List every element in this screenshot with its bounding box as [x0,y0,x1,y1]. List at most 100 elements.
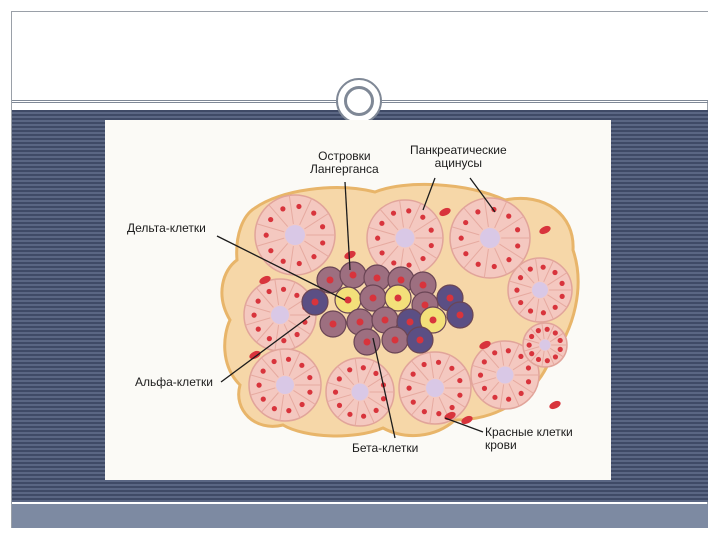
footer-bar [12,504,708,528]
acinus-nucleus [478,373,483,378]
acinus-nucleus [267,336,272,341]
acinus-nucleus [267,289,272,294]
acinus-nucleus [272,406,277,411]
alpha-cell-nucleus [407,319,414,326]
acinus-nucleus [361,414,366,419]
acinus-nucleus [280,206,285,211]
acinus-nucleus [553,354,558,359]
acinus-nucleus [320,224,325,229]
acinus-nucleus [476,262,481,267]
acinus-lumen [396,229,415,248]
acinus-nucleus [506,214,511,219]
acinus-lumen [532,282,548,298]
acinus [508,258,572,322]
acinus-nucleus [406,262,411,267]
acinus-nucleus [406,208,411,213]
label-red-blood-cells: Красные клетки крови [485,426,573,452]
acinus-lumen [276,376,294,394]
acinus-nucleus [320,240,325,245]
acinus-nucleus [553,305,558,310]
acinus-nucleus [286,357,291,362]
acinus-nucleus [256,383,261,388]
acinus-nucleus [541,265,546,270]
alpha-cell-nucleus [457,312,464,319]
islet-cell-nucleus [350,272,357,279]
acinus-nucleus [506,397,511,402]
acinus-lumen [540,340,551,351]
acinus-nucleus [515,243,520,248]
acinus-nucleus [391,260,396,265]
acinus-nucleus [281,287,286,292]
acinus [399,352,471,424]
acinus-nucleus [457,378,462,383]
acinus-nucleus [420,256,425,261]
acinus-nucleus [337,403,342,408]
islet-cell-nucleus [382,317,389,324]
acinus-lumen [271,306,289,324]
acinus-nucleus [411,400,416,405]
islet-cell-nucleus [364,339,371,346]
acinus-nucleus [536,328,541,333]
acinus-nucleus [307,390,312,395]
acinus [244,279,316,351]
acinus-nucleus [514,288,519,293]
label-delta-cells: Дельта-клетки [127,222,206,235]
acinus-nucleus [436,360,441,365]
islet-cell-nucleus [327,277,334,284]
acinus-nucleus [268,248,273,253]
acinus [523,323,567,367]
acinus-nucleus [261,369,266,374]
alpha-cell-nucleus [447,295,454,302]
acinus-nucleus [374,408,379,413]
alpha-cell-nucleus [417,337,424,344]
acinus-nucleus [558,347,563,352]
acinus-nucleus [299,402,304,407]
acinus-nucleus [463,251,468,256]
acinus-nucleus [379,250,384,255]
acinus-lumen [497,367,514,384]
acinus-nucleus [373,371,378,376]
acinus-nucleus [536,357,541,362]
acinus-nucleus [541,310,546,315]
acinus-nucleus [429,228,434,233]
acinus-nucleus [527,342,532,347]
acinus-nucleus [299,363,304,368]
acinus-nucleus [272,359,277,364]
acinus-nucleus [475,209,480,214]
acinus-lumen [480,228,500,248]
acinus-nucleus [337,376,342,381]
acinus-nucleus [281,259,286,264]
beta-cell-nucleus [430,317,437,324]
acinus-nucleus [515,227,520,232]
acinus-nucleus [558,338,563,343]
acinus-nucleus [526,379,531,384]
acinus-lumen [285,225,305,245]
acinus-lumen [426,379,444,397]
acinus-nucleus [463,220,468,225]
red-blood-cell [548,399,562,410]
acinus-nucleus [528,266,533,271]
acinus-nucleus [311,254,316,259]
acinus-nucleus [552,270,557,275]
islet-cell-nucleus [357,319,364,326]
acinus-nucleus [506,257,511,262]
acinus-nucleus [294,293,299,298]
acinus-nucleus [529,334,534,339]
label-alpha-cells: Альфа-клетки [135,376,213,389]
label-islets: Островки Лангерганса [310,150,379,176]
acinus-nucleus [492,395,497,400]
acinus-nucleus [347,412,352,417]
beta-cell-nucleus [395,295,402,302]
islet-cell-nucleus [370,295,377,302]
acinus-nucleus [457,393,462,398]
acinus-nucleus [436,411,441,416]
acinus-nucleus [411,372,416,377]
acinus-nucleus [449,366,454,371]
acinus-nucleus [264,233,269,238]
acinus-nucleus [256,299,261,304]
acinus-nucleus [492,264,497,269]
acinus-nucleus [256,327,261,332]
acinus-nucleus [459,236,464,241]
acinus-nucleus [286,408,291,413]
